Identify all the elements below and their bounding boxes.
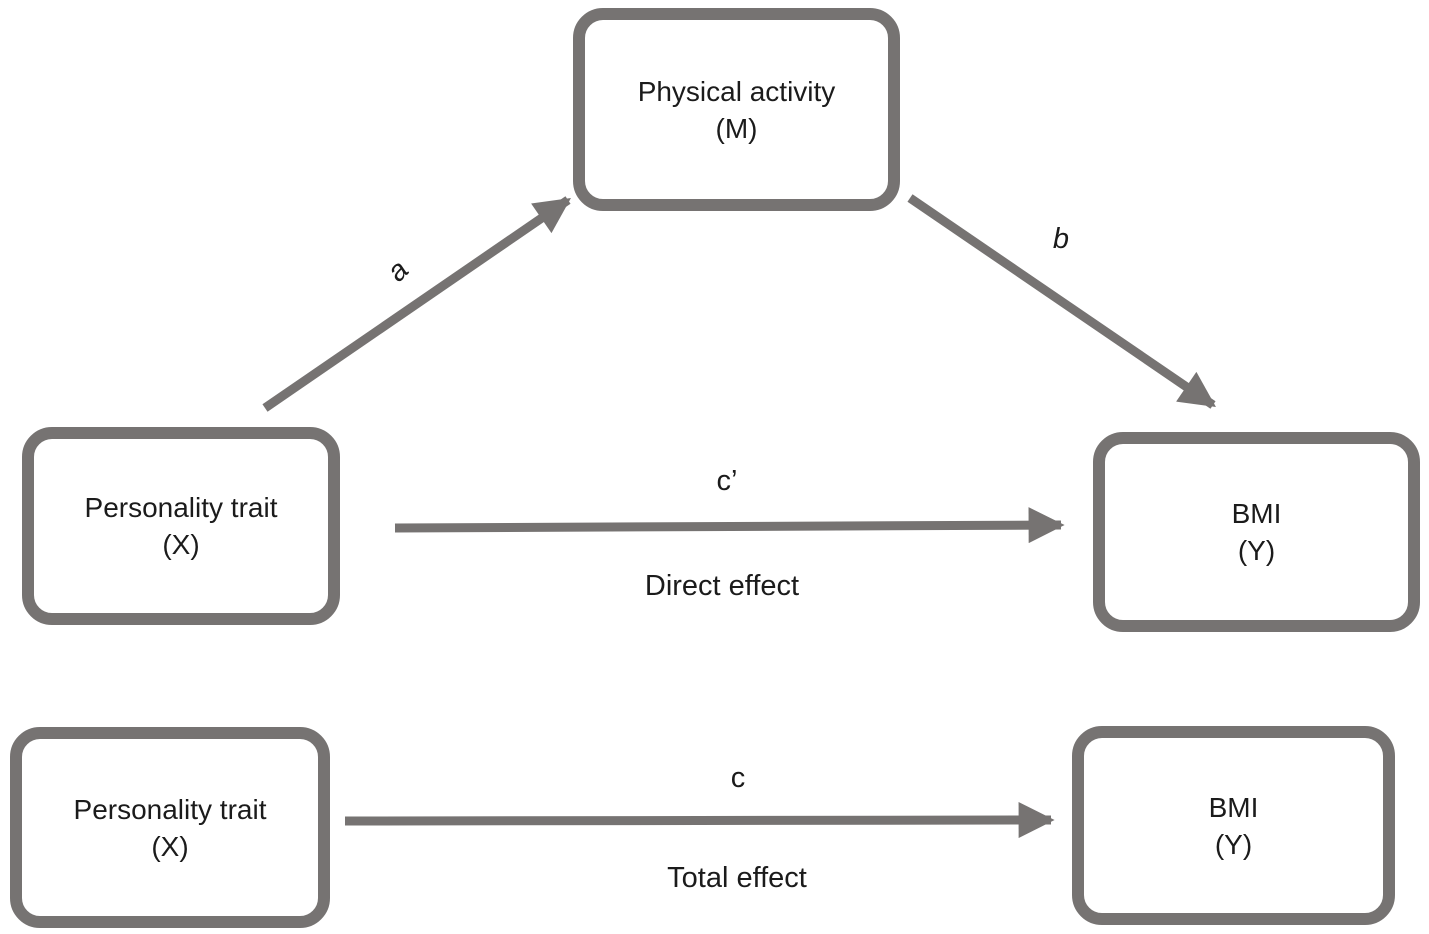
predictor-box-direct-line2: (X) <box>162 529 200 560</box>
outcome-box-direct-line1: BMI <box>1231 498 1282 529</box>
predictor-box-total-line1: Personality trait <box>73 793 267 825</box>
direct-effect-caption: Direct effect <box>644 569 800 602</box>
outcome-box-total-line1: BMI <box>1208 791 1259 823</box>
predictor-box-direct-line1: Personality trait <box>84 492 278 523</box>
outcome-box-total-line2: (Y) <box>1214 828 1253 860</box>
predictor-box-total: Personality trait (X) <box>10 727 330 928</box>
predictor-box-direct: Personality trait (X) <box>22 427 340 625</box>
path-c-arrow <box>344 802 1055 839</box>
outcome-box-direct-line2: (Y) <box>1237 535 1276 566</box>
path-b-label: b <box>1052 222 1070 255</box>
path-c-prime-label: c’ <box>716 464 738 497</box>
total-effect-caption: Total effect <box>667 861 807 894</box>
predictor-box-total-line2: (X) <box>151 830 189 862</box>
outcome-box-total: BMI (Y) <box>1072 726 1395 925</box>
mediator-box-line2: (M) <box>715 112 758 144</box>
path-b-arrow <box>907 194 1216 409</box>
mediator-box: Physical activity (M) <box>573 8 900 211</box>
mediator-box-line1: Physical activity <box>637 75 836 107</box>
outcome-box-direct: BMI (Y) <box>1093 432 1420 632</box>
path-a-arrow <box>262 196 571 412</box>
path-c-prime-arrow <box>394 507 1065 544</box>
path-c-label: c <box>730 761 746 794</box>
